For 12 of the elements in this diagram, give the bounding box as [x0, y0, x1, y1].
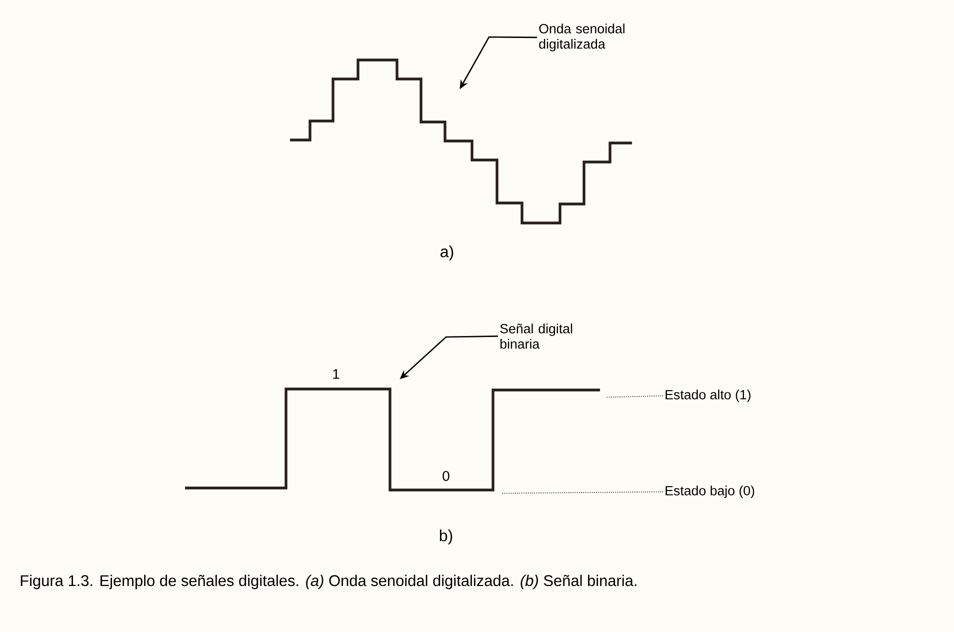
sine-staircase-drawing [290, 58, 632, 224]
callout-text: Onda senoidal digitalizada [539, 24, 624, 52]
callout-text: Señal digital binaria [500, 324, 572, 349]
figure-caption: Figura 1.3. Ejemplo de señales digitales. (a) Onda senoidal digitalizada. (b) Señal binaria. [20, 574, 636, 590]
panel-label: a) [440, 246, 454, 260]
callout-text: Estado alto (1) [666, 390, 750, 402]
leader-line [501, 491, 664, 494]
leader-line [605, 395, 664, 398]
panel-label: b) [440, 530, 452, 544]
callout-text: Estado bajo (0) [666, 486, 754, 498]
square-wave-drawing [185, 388, 600, 492]
bit-value: 0 [442, 471, 450, 481]
